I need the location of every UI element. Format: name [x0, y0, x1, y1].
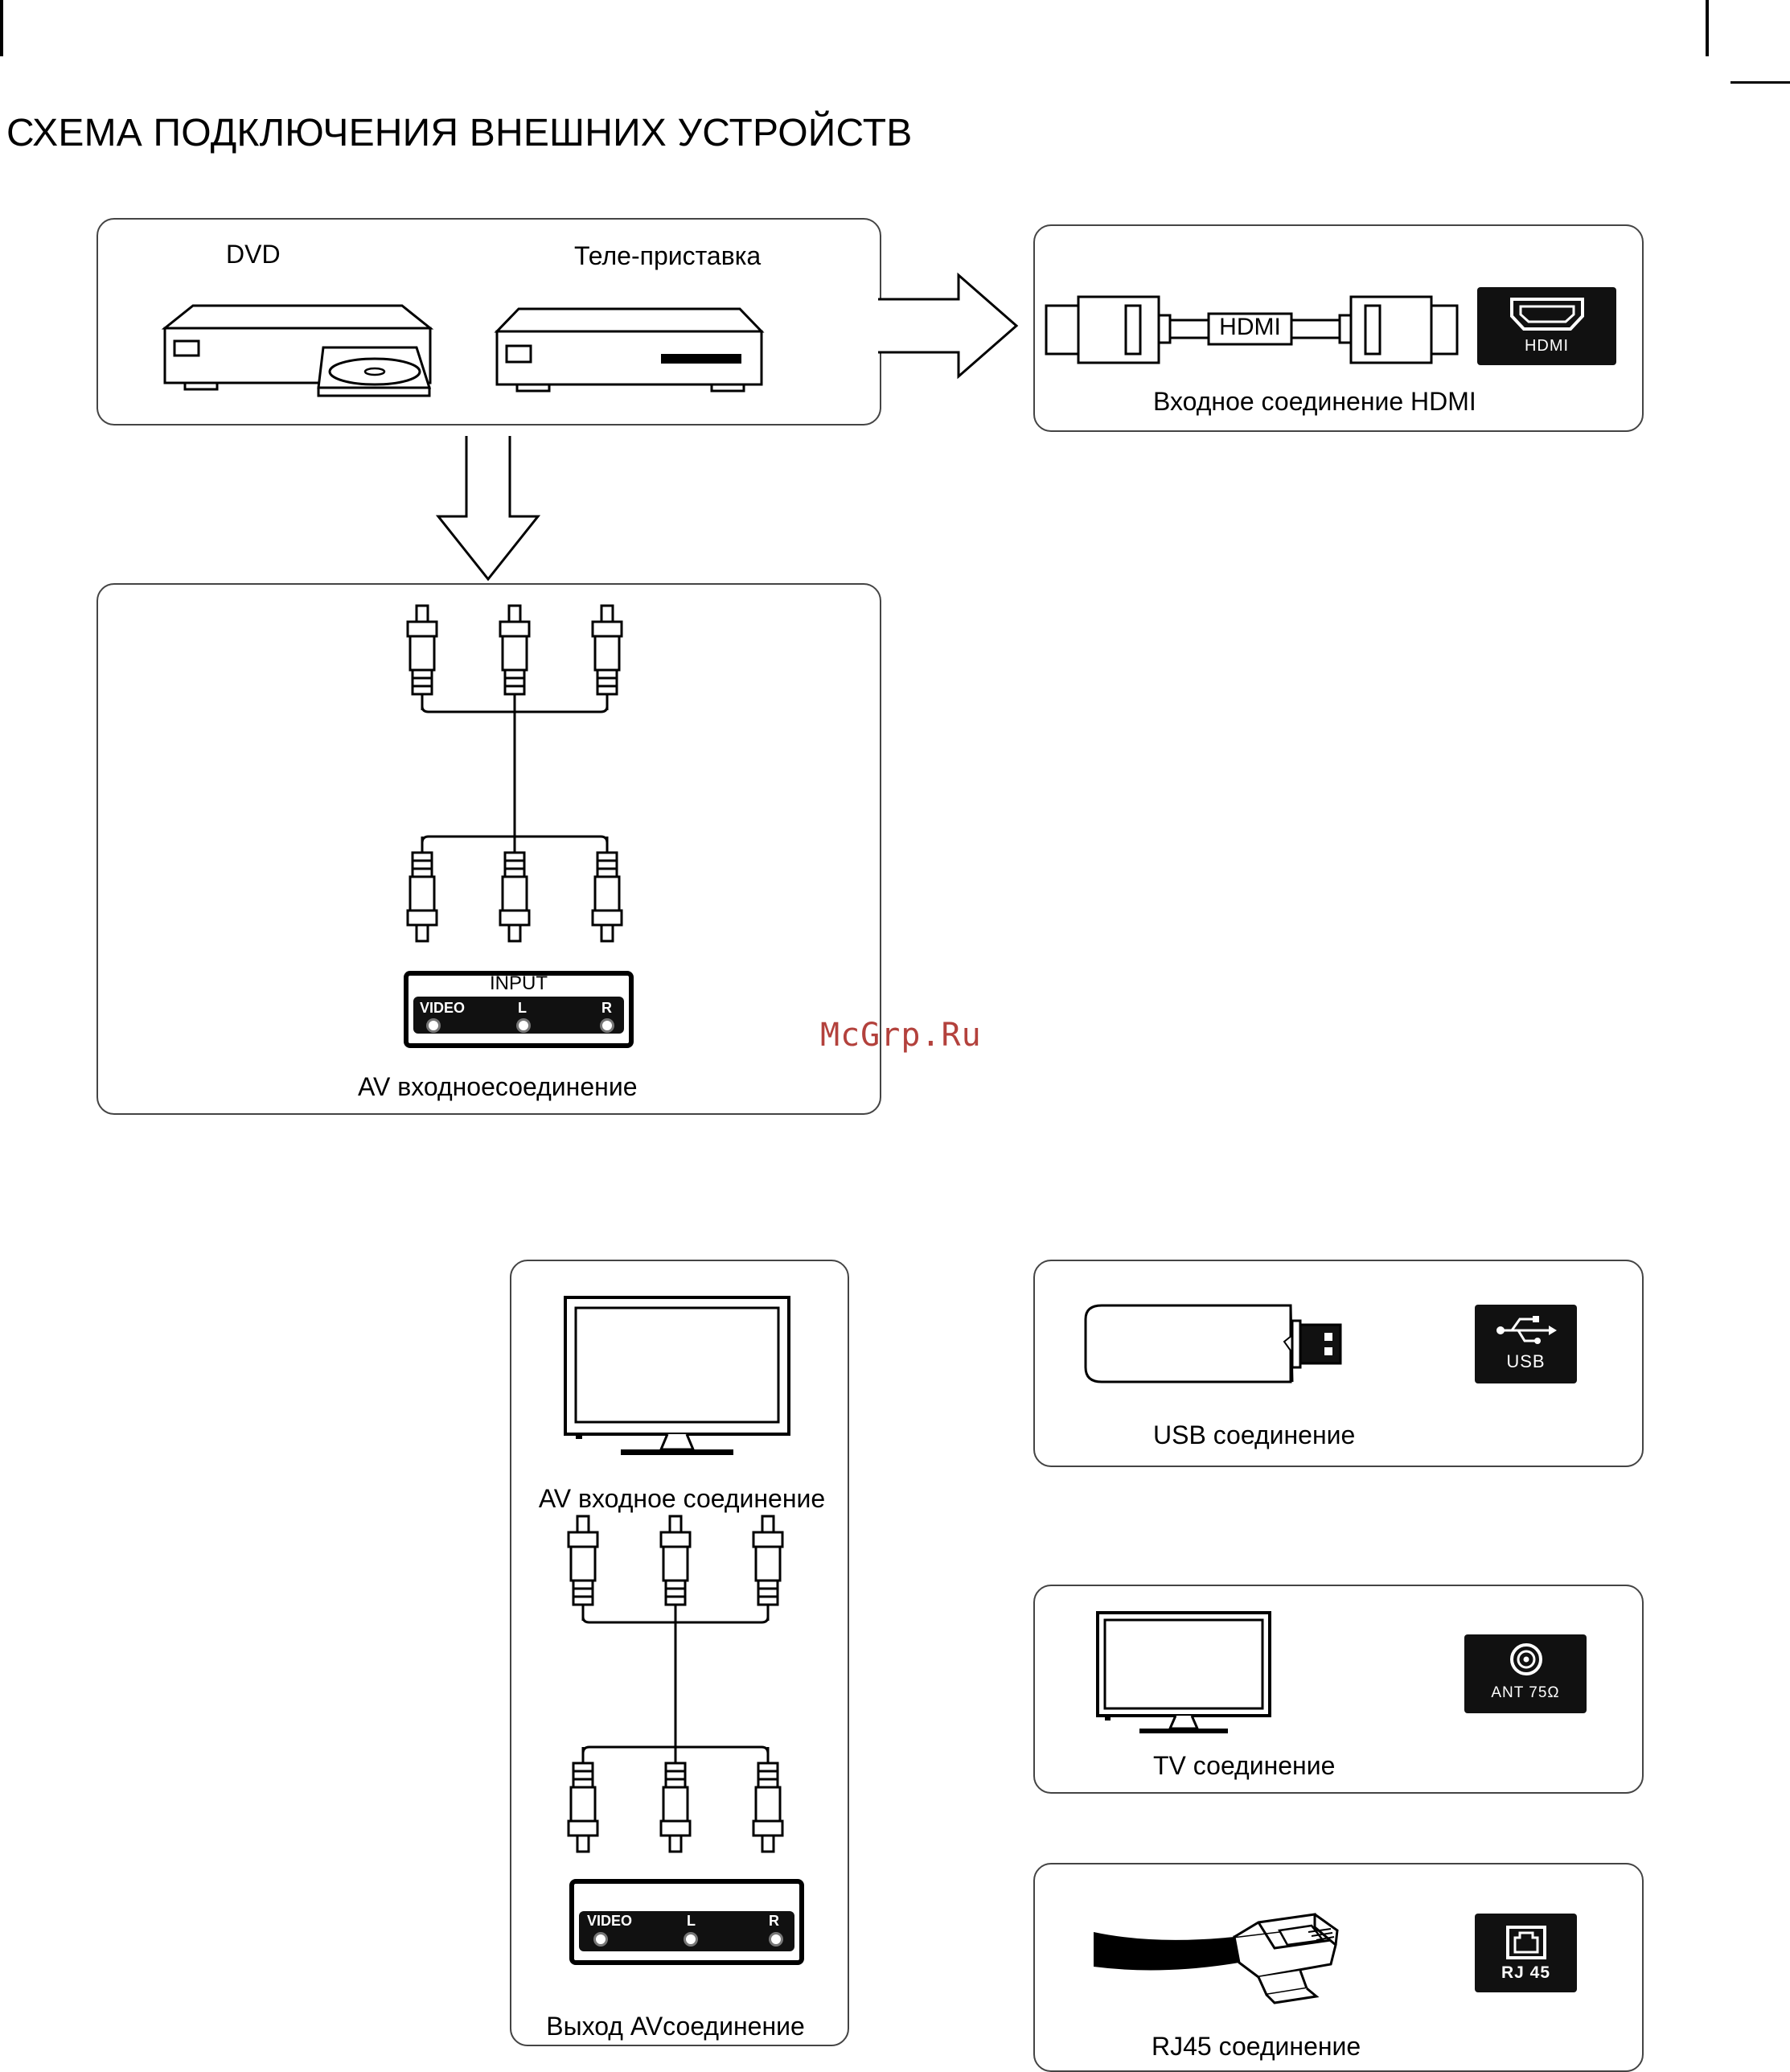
av-input-video-label: VIDEO: [420, 1000, 465, 1017]
tv-icon: [563, 1295, 792, 1460]
rca-plug-icon: [661, 1516, 690, 1621]
watermark: McGrp.Ru: [820, 1017, 982, 1054]
rca-plug-icon: [753, 1516, 782, 1621]
hdmi-port: HDMI: [1477, 287, 1616, 365]
usb-caption: USB соединение: [1153, 1420, 1355, 1450]
usb-flash-drive-icon: [1082, 1303, 1347, 1388]
rj45-port-icon: [1505, 1925, 1547, 1960]
hdmi-caption: Входное соединение HDMI: [1153, 387, 1476, 417]
av-output-l-label: L: [687, 1913, 696, 1930]
hdmi-cable-label: HDMI: [1209, 314, 1291, 341]
av-input-panel: INPUT VIDEO L R: [404, 971, 634, 1048]
tv-icon: [1095, 1610, 1272, 1739]
rca-plug-icon: [408, 606, 437, 710]
page-title: СХЕМА ПОДКЛЮЧЕНИЯ ВНЕШНИХ УСТРОЙСТВ: [6, 111, 912, 155]
usb-port: USB: [1475, 1305, 1577, 1383]
dvd-player-icon: [161, 298, 434, 402]
arrow-down-icon: [436, 436, 540, 581]
crop-mark-left: [0, 0, 3, 56]
hdmi-symbol-icon: [1509, 297, 1585, 332]
av-output-video-jack: [593, 1932, 608, 1947]
av-input-l-label: L: [518, 1000, 527, 1017]
av-output-video-label: VIDEO: [587, 1913, 632, 1930]
rca-plug-icon: [661, 1747, 690, 1852]
av-input-panel-title: INPUT: [408, 972, 629, 995]
av-input-r-jack: [600, 1018, 614, 1033]
rca-plug-icon: [500, 606, 529, 710]
av-input-video-jack: [426, 1018, 441, 1033]
crop-mark-corner: [1730, 81, 1790, 84]
av-output-r-label: R: [769, 1913, 779, 1930]
av-output-tv-caption: AV входное соединение: [539, 1484, 825, 1514]
dvd-label: DVD: [226, 240, 281, 269]
av-output-l-jack: [684, 1932, 698, 1947]
hdmi-port-label: HDMI: [1477, 337, 1616, 356]
rca-plug-icon: [569, 1516, 597, 1621]
arrow-right-icon: [878, 273, 1019, 378]
av-input-l-jack: [516, 1018, 531, 1033]
rca-plug-icon: [593, 606, 622, 710]
antenna-port-label: ANT 75Ω: [1464, 1684, 1587, 1702]
av-output-caption: Выход AVсоединение: [546, 2012, 805, 2041]
rca-plug-icon: [500, 837, 529, 941]
av-input-r-label: R: [601, 1000, 612, 1017]
antenna-port-icon: [1509, 1642, 1543, 1676]
set-top-box-icon: [495, 304, 764, 405]
rca-plug-icon: [753, 1747, 782, 1852]
ethernet-cable-icon: [1090, 1898, 1347, 2011]
usb-port-label: USB: [1475, 1351, 1577, 1372]
stb-label: Теле-приставка: [574, 241, 761, 271]
tv-antenna-caption: TV соединение: [1153, 1751, 1335, 1781]
rca-plug-icon: [408, 837, 437, 941]
antenna-port: ANT 75Ω: [1464, 1634, 1587, 1713]
av-output-r-jack: [769, 1932, 783, 1947]
rj45-port: RJ 45: [1475, 1914, 1577, 1992]
av-output-panel: VIDEO L R: [569, 1879, 804, 1965]
av-output-cable-icon: [555, 1512, 796, 1854]
av-input-caption: AV входноесоединение: [358, 1072, 637, 1102]
rca-plug-icon: [593, 837, 622, 941]
rca-plug-icon: [569, 1747, 597, 1852]
av-input-cable-icon: [394, 602, 635, 944]
crop-mark-right: [1706, 0, 1709, 56]
usb-symbol-icon: [1496, 1314, 1557, 1346]
rj45-port-label: RJ 45: [1475, 1963, 1577, 1983]
rj45-caption: RJ45 соединение: [1152, 2032, 1361, 2062]
